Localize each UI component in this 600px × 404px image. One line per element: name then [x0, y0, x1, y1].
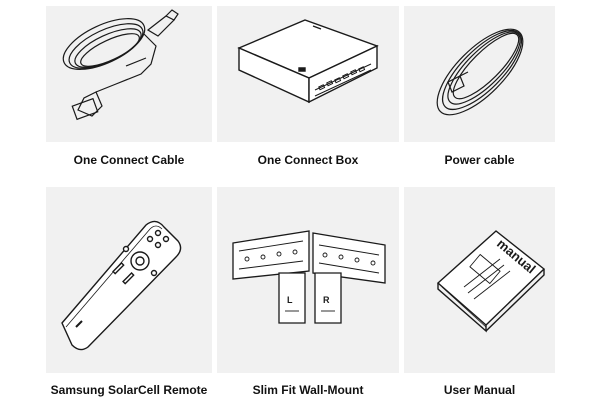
one-connect-cable-icon [46, 6, 212, 142]
solarcell-remote-icon [46, 187, 212, 373]
mount-right-mark: R [323, 295, 330, 305]
item-label-power-cable: Power cable [444, 153, 515, 167]
item-tile-one-connect-box [217, 6, 399, 142]
item-label-wall-mount: Slim Fit Wall-Mount [252, 383, 364, 397]
item-tile-wall-mount: L R [217, 187, 399, 373]
item-label-one-connect-cable: One Connect Cable [73, 153, 185, 167]
wall-mount-icon: L R [217, 187, 399, 373]
item-tile-power-cable [404, 6, 555, 142]
item-label-one-connect-box: One Connect Box [257, 153, 359, 167]
item-tile-solarcell-remote [46, 187, 212, 373]
one-connect-box-icon [217, 6, 399, 142]
power-cable-icon [404, 6, 555, 142]
item-label-solarcell-remote: Samsung SolarCell Remote [50, 383, 208, 397]
mount-left-mark: L [287, 295, 293, 305]
item-tile-user-manual: manual [404, 187, 555, 373]
item-tile-one-connect-cable [46, 6, 212, 142]
item-label-user-manual: User Manual [443, 383, 516, 397]
user-manual-icon: manual [404, 187, 555, 373]
